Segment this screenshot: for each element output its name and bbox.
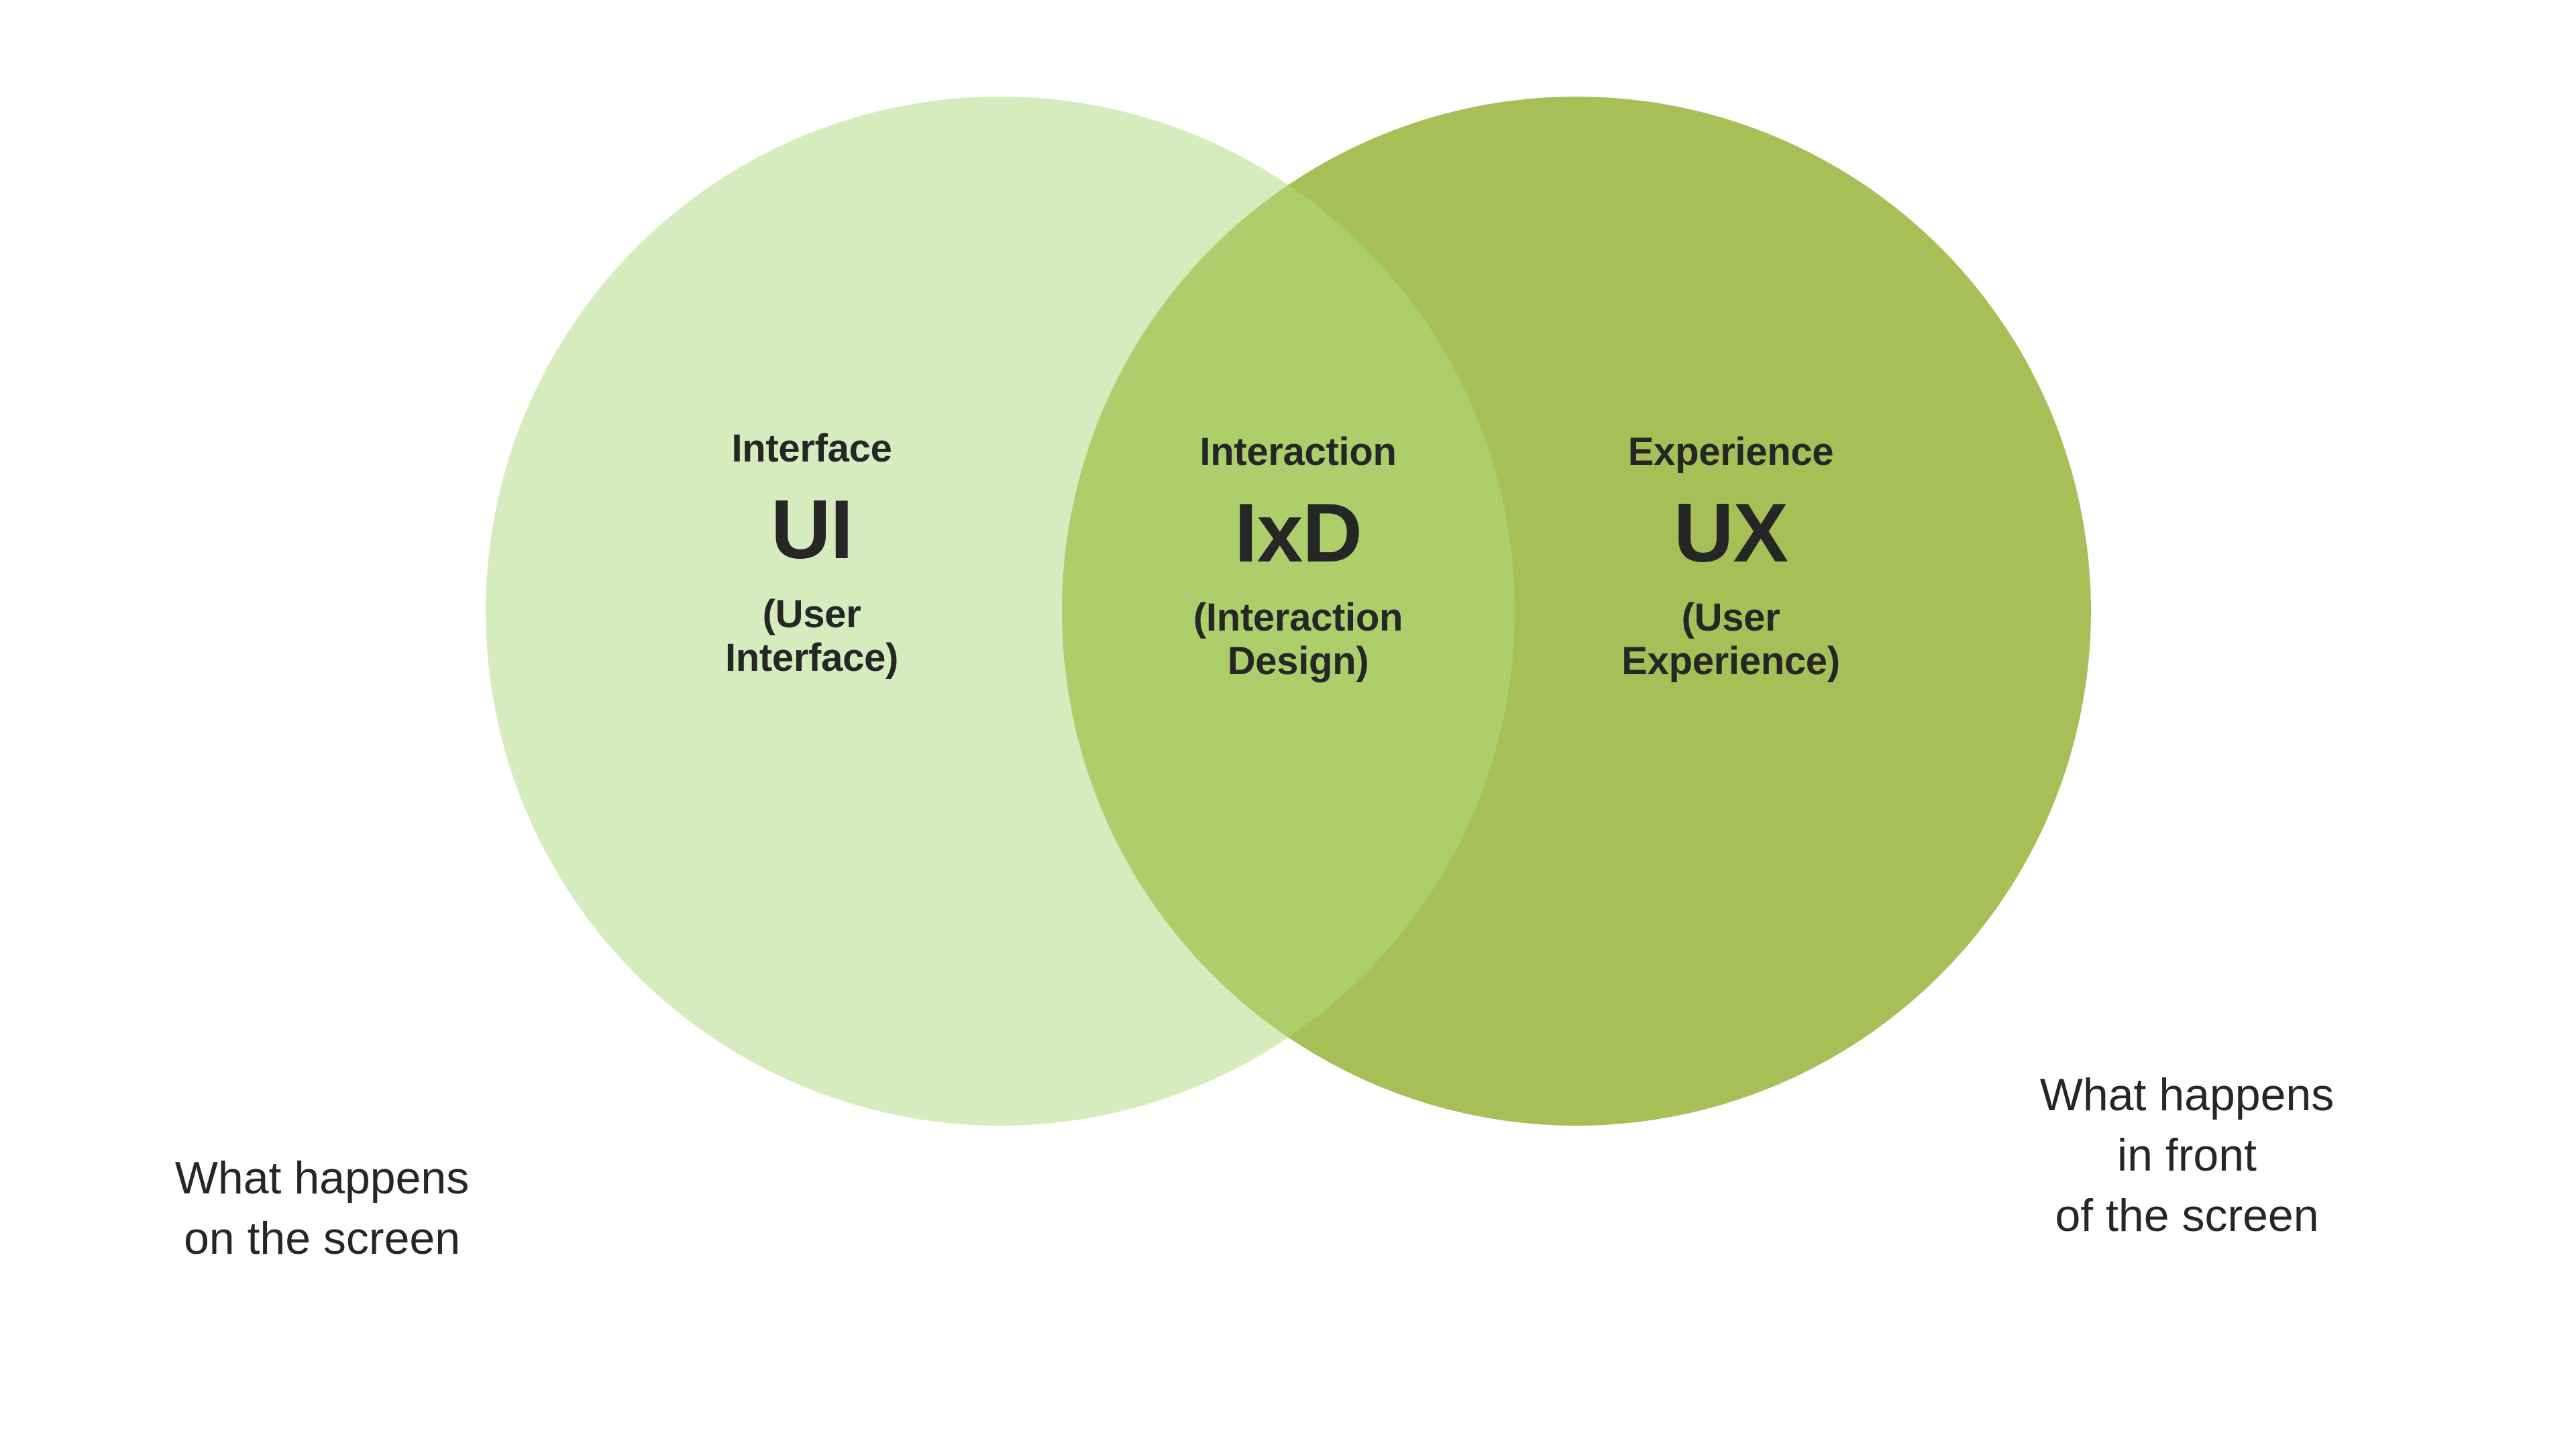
- venn-label-ixd: Interaction IxD (Interaction Design): [1120, 433, 1476, 684]
- ui-expansion: (User Interface): [724, 592, 899, 680]
- venn-label-ux: Experience UX (User Experience): [1496, 433, 1966, 684]
- ui-eyebrow: Interface: [731, 427, 892, 470]
- ux-expansion: (User Experience): [1621, 596, 1840, 683]
- ux-acronym: UX: [1673, 487, 1788, 580]
- venn-label-ui: Interface UI (User Interface): [577, 429, 1046, 680]
- ixd-eyebrow: Interaction: [1199, 430, 1397, 474]
- caption-in-front-of-the-screen: What happens in front of the screen: [2039, 1069, 2334, 1241]
- ixd-expansion: (Interaction Design): [1193, 596, 1403, 683]
- ui-acronym: UI: [771, 484, 853, 576]
- ixd-acronym: IxD: [1234, 487, 1362, 580]
- caption-on-the-screen: What happens on the screen: [174, 1152, 470, 1264]
- ux-eyebrow: Experience: [1627, 430, 1834, 474]
- venn-intersection-ixd: [1062, 97, 1515, 1126]
